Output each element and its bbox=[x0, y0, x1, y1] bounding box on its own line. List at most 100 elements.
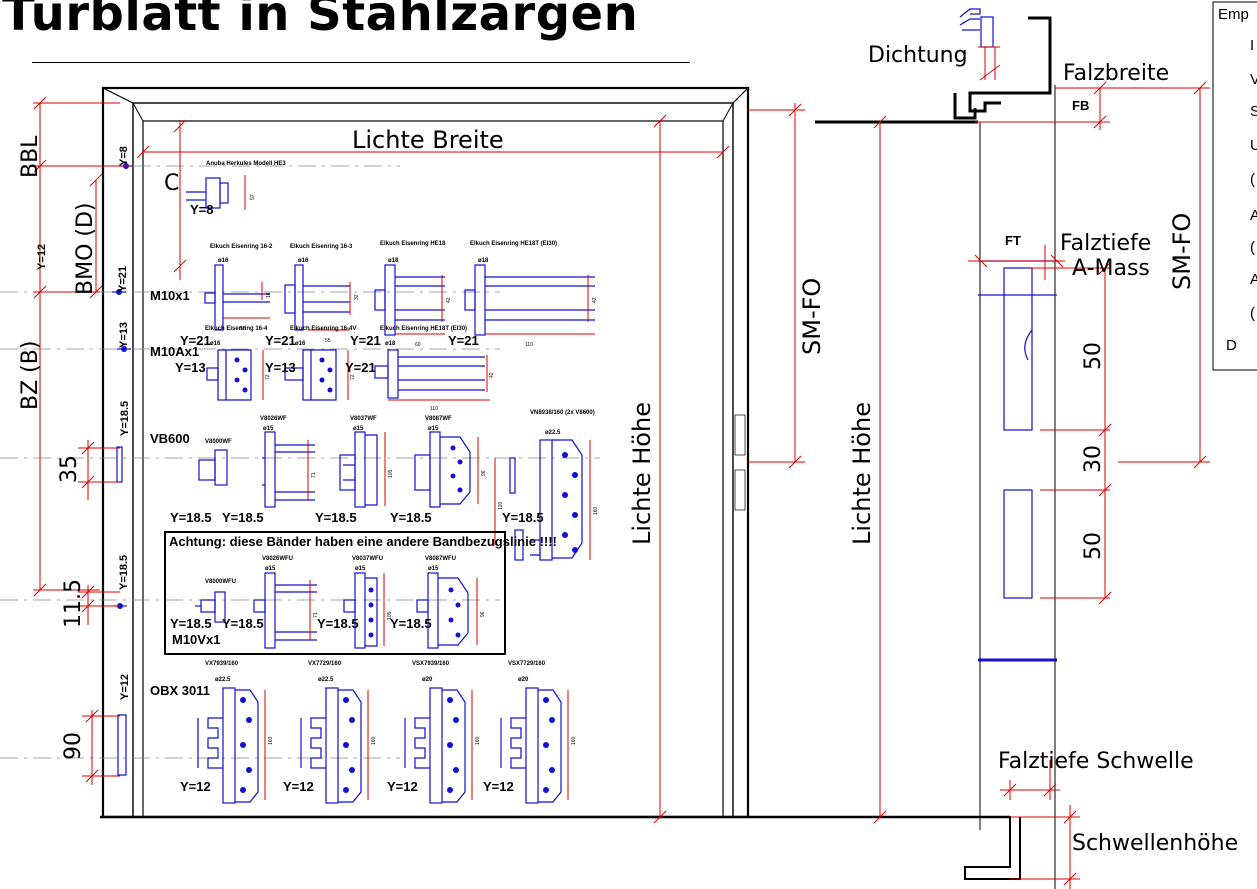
svg-text:Y=18.5: Y=18.5 bbox=[390, 616, 432, 631]
svg-text:Y=18.5: Y=18.5 bbox=[222, 510, 264, 525]
svg-text:72: 72 bbox=[265, 374, 271, 380]
svg-text:Y=18.5: Y=18.5 bbox=[502, 510, 544, 525]
svg-text:57: 57 bbox=[250, 194, 256, 200]
svg-text:V8037WFU: V8037WFU bbox=[352, 556, 383, 562]
hinge-knuckle bbox=[222, 687, 236, 804]
dim-11-5: 11.5 bbox=[61, 579, 86, 628]
hinge-y-label: Y=12 bbox=[387, 779, 418, 794]
y-label: Y=13 bbox=[118, 322, 130, 348]
note-line: U bbox=[1250, 137, 1257, 154]
svg-text:ø22.5: ø22.5 bbox=[545, 430, 561, 436]
hinge-name: VX7939/160 bbox=[205, 661, 239, 667]
screw-hole bbox=[343, 697, 349, 703]
hinge-height: 160 bbox=[268, 736, 274, 745]
model-m10vx1: M10Vx1 bbox=[172, 632, 220, 647]
hinge-y-label: Y=12 bbox=[483, 779, 514, 794]
svg-text:Y=18.5: Y=18.5 bbox=[317, 616, 359, 631]
svg-text:Elkuch Eisenring 16-4V: Elkuch Eisenring 16-4V bbox=[290, 326, 356, 332]
screw-hole bbox=[240, 787, 246, 793]
hinge-diameter: ø22.5 bbox=[318, 677, 334, 683]
svg-text:42: 42 bbox=[489, 372, 495, 378]
falztiefe-label: Falztiefe bbox=[1060, 231, 1151, 256]
svg-text:120: 120 bbox=[498, 501, 504, 510]
screw-hole bbox=[453, 717, 459, 723]
svg-text:96: 96 bbox=[481, 470, 487, 476]
note-line: S bbox=[1250, 103, 1257, 120]
svg-text:V8026WFU: V8026WFU bbox=[262, 556, 293, 562]
model-m10x1: M10x1 bbox=[150, 288, 190, 303]
hinge-anuba: Anuba Herkules Modell HE3 Y=8 57 bbox=[186, 161, 286, 217]
svg-text:110: 110 bbox=[430, 406, 438, 412]
hinge-frame-part bbox=[207, 717, 223, 769]
hinge-height: 160 bbox=[371, 736, 377, 745]
lichte-breite-label: Lichte Breite bbox=[352, 126, 504, 154]
hinge-leaf bbox=[235, 689, 259, 803]
svg-text:ø15: ø15 bbox=[265, 566, 276, 572]
dim-90: 90 bbox=[61, 732, 86, 760]
bz-label: BZ (B) bbox=[18, 341, 43, 410]
dim-35: 35 bbox=[57, 455, 82, 483]
svg-text:Elkuch Eisenring 16-4: Elkuch Eisenring 16-4 bbox=[205, 326, 268, 332]
svg-text:VN8938/160 (2x V8600): VN8938/160 (2x V8600) bbox=[530, 410, 595, 416]
a-mass-label: A-Mass bbox=[1072, 256, 1150, 281]
svg-text:42: 42 bbox=[446, 297, 452, 303]
fb-label: FB bbox=[1072, 98, 1089, 113]
screw-hole bbox=[240, 697, 246, 703]
svg-text:110: 110 bbox=[525, 342, 533, 348]
screw-hole bbox=[246, 717, 252, 723]
note-line: ( bbox=[1250, 171, 1255, 188]
screw-hole bbox=[549, 717, 555, 723]
svg-text:Y=21: Y=21 bbox=[345, 360, 376, 375]
falzbreite-label: Falzbreite bbox=[1063, 61, 1169, 86]
screw-hole bbox=[240, 742, 246, 748]
svg-text:V8000WF: V8000WF bbox=[205, 439, 232, 445]
svg-text:V8037WF: V8037WF bbox=[350, 416, 377, 422]
svg-text:ø15: ø15 bbox=[428, 566, 439, 572]
y-label: Y=18.5 bbox=[119, 401, 131, 436]
svg-text:71: 71 bbox=[311, 472, 317, 478]
svg-text:72: 72 bbox=[350, 374, 356, 380]
ft-label: FT bbox=[1005, 233, 1021, 248]
dim-50-top: 50 bbox=[1081, 342, 1106, 370]
svg-text:160: 160 bbox=[593, 506, 599, 515]
screw-hole bbox=[447, 787, 453, 793]
page-title: Türblatt in Stahlzargen bbox=[2, 0, 639, 42]
y-label: Y=21 bbox=[117, 266, 129, 292]
y-label: Y=12 bbox=[119, 674, 131, 700]
hinge-height: 160 bbox=[571, 736, 577, 745]
falztiefe-schwelle-label: Falztiefe Schwelle bbox=[998, 749, 1194, 774]
svg-text:ø15: ø15 bbox=[263, 426, 274, 432]
y-label: Y=12 bbox=[36, 244, 48, 270]
svg-text:ø15: ø15 bbox=[353, 426, 364, 432]
svg-text:Y=18.5: Y=18.5 bbox=[170, 616, 212, 631]
svg-text:Elkuch Eisenring 16-2: Elkuch Eisenring 16-2 bbox=[210, 244, 273, 250]
lichte-hoehe-label-left: Lichte Höhe bbox=[628, 402, 656, 545]
note-line: V bbox=[1250, 71, 1257, 88]
model-vb600: VB600 bbox=[150, 431, 190, 446]
svg-text:55: 55 bbox=[325, 338, 331, 344]
hinge-leaf bbox=[338, 689, 362, 803]
hinge-name: VSX7939/160 bbox=[412, 661, 450, 667]
note-line: A bbox=[1250, 271, 1257, 288]
dim-30: 30 bbox=[1081, 445, 1106, 473]
note-heading: Emp bbox=[1218, 6, 1249, 23]
hinge-diameter: ø22.5 bbox=[215, 677, 231, 683]
svg-text:Y=18.5: Y=18.5 bbox=[390, 510, 432, 525]
y-label: Y=18.5 bbox=[118, 555, 130, 590]
svg-text:ø16: ø16 bbox=[210, 341, 221, 347]
hinge-height: 160 bbox=[475, 736, 481, 745]
svg-text:ø15: ø15 bbox=[355, 566, 366, 572]
svg-text:Elkuch Eisenring HE18T (EI30): Elkuch Eisenring HE18T (EI30) bbox=[470, 241, 557, 247]
hinge-name: VX7729/160 bbox=[308, 661, 342, 667]
hinge-diameter: ø20 bbox=[422, 677, 433, 683]
svg-text:Y=21: Y=21 bbox=[180, 333, 211, 348]
hinge-row-2: Elkuch Eisenring 16-2 ø16 Y=21 55 16 Elk… bbox=[180, 241, 598, 348]
svg-text:V8026WF: V8026WF bbox=[260, 416, 287, 422]
svg-text:55: 55 bbox=[240, 326, 246, 332]
svg-text:ø16: ø16 bbox=[295, 341, 306, 347]
screw-hole bbox=[453, 767, 459, 773]
note-line: A bbox=[1250, 207, 1257, 224]
